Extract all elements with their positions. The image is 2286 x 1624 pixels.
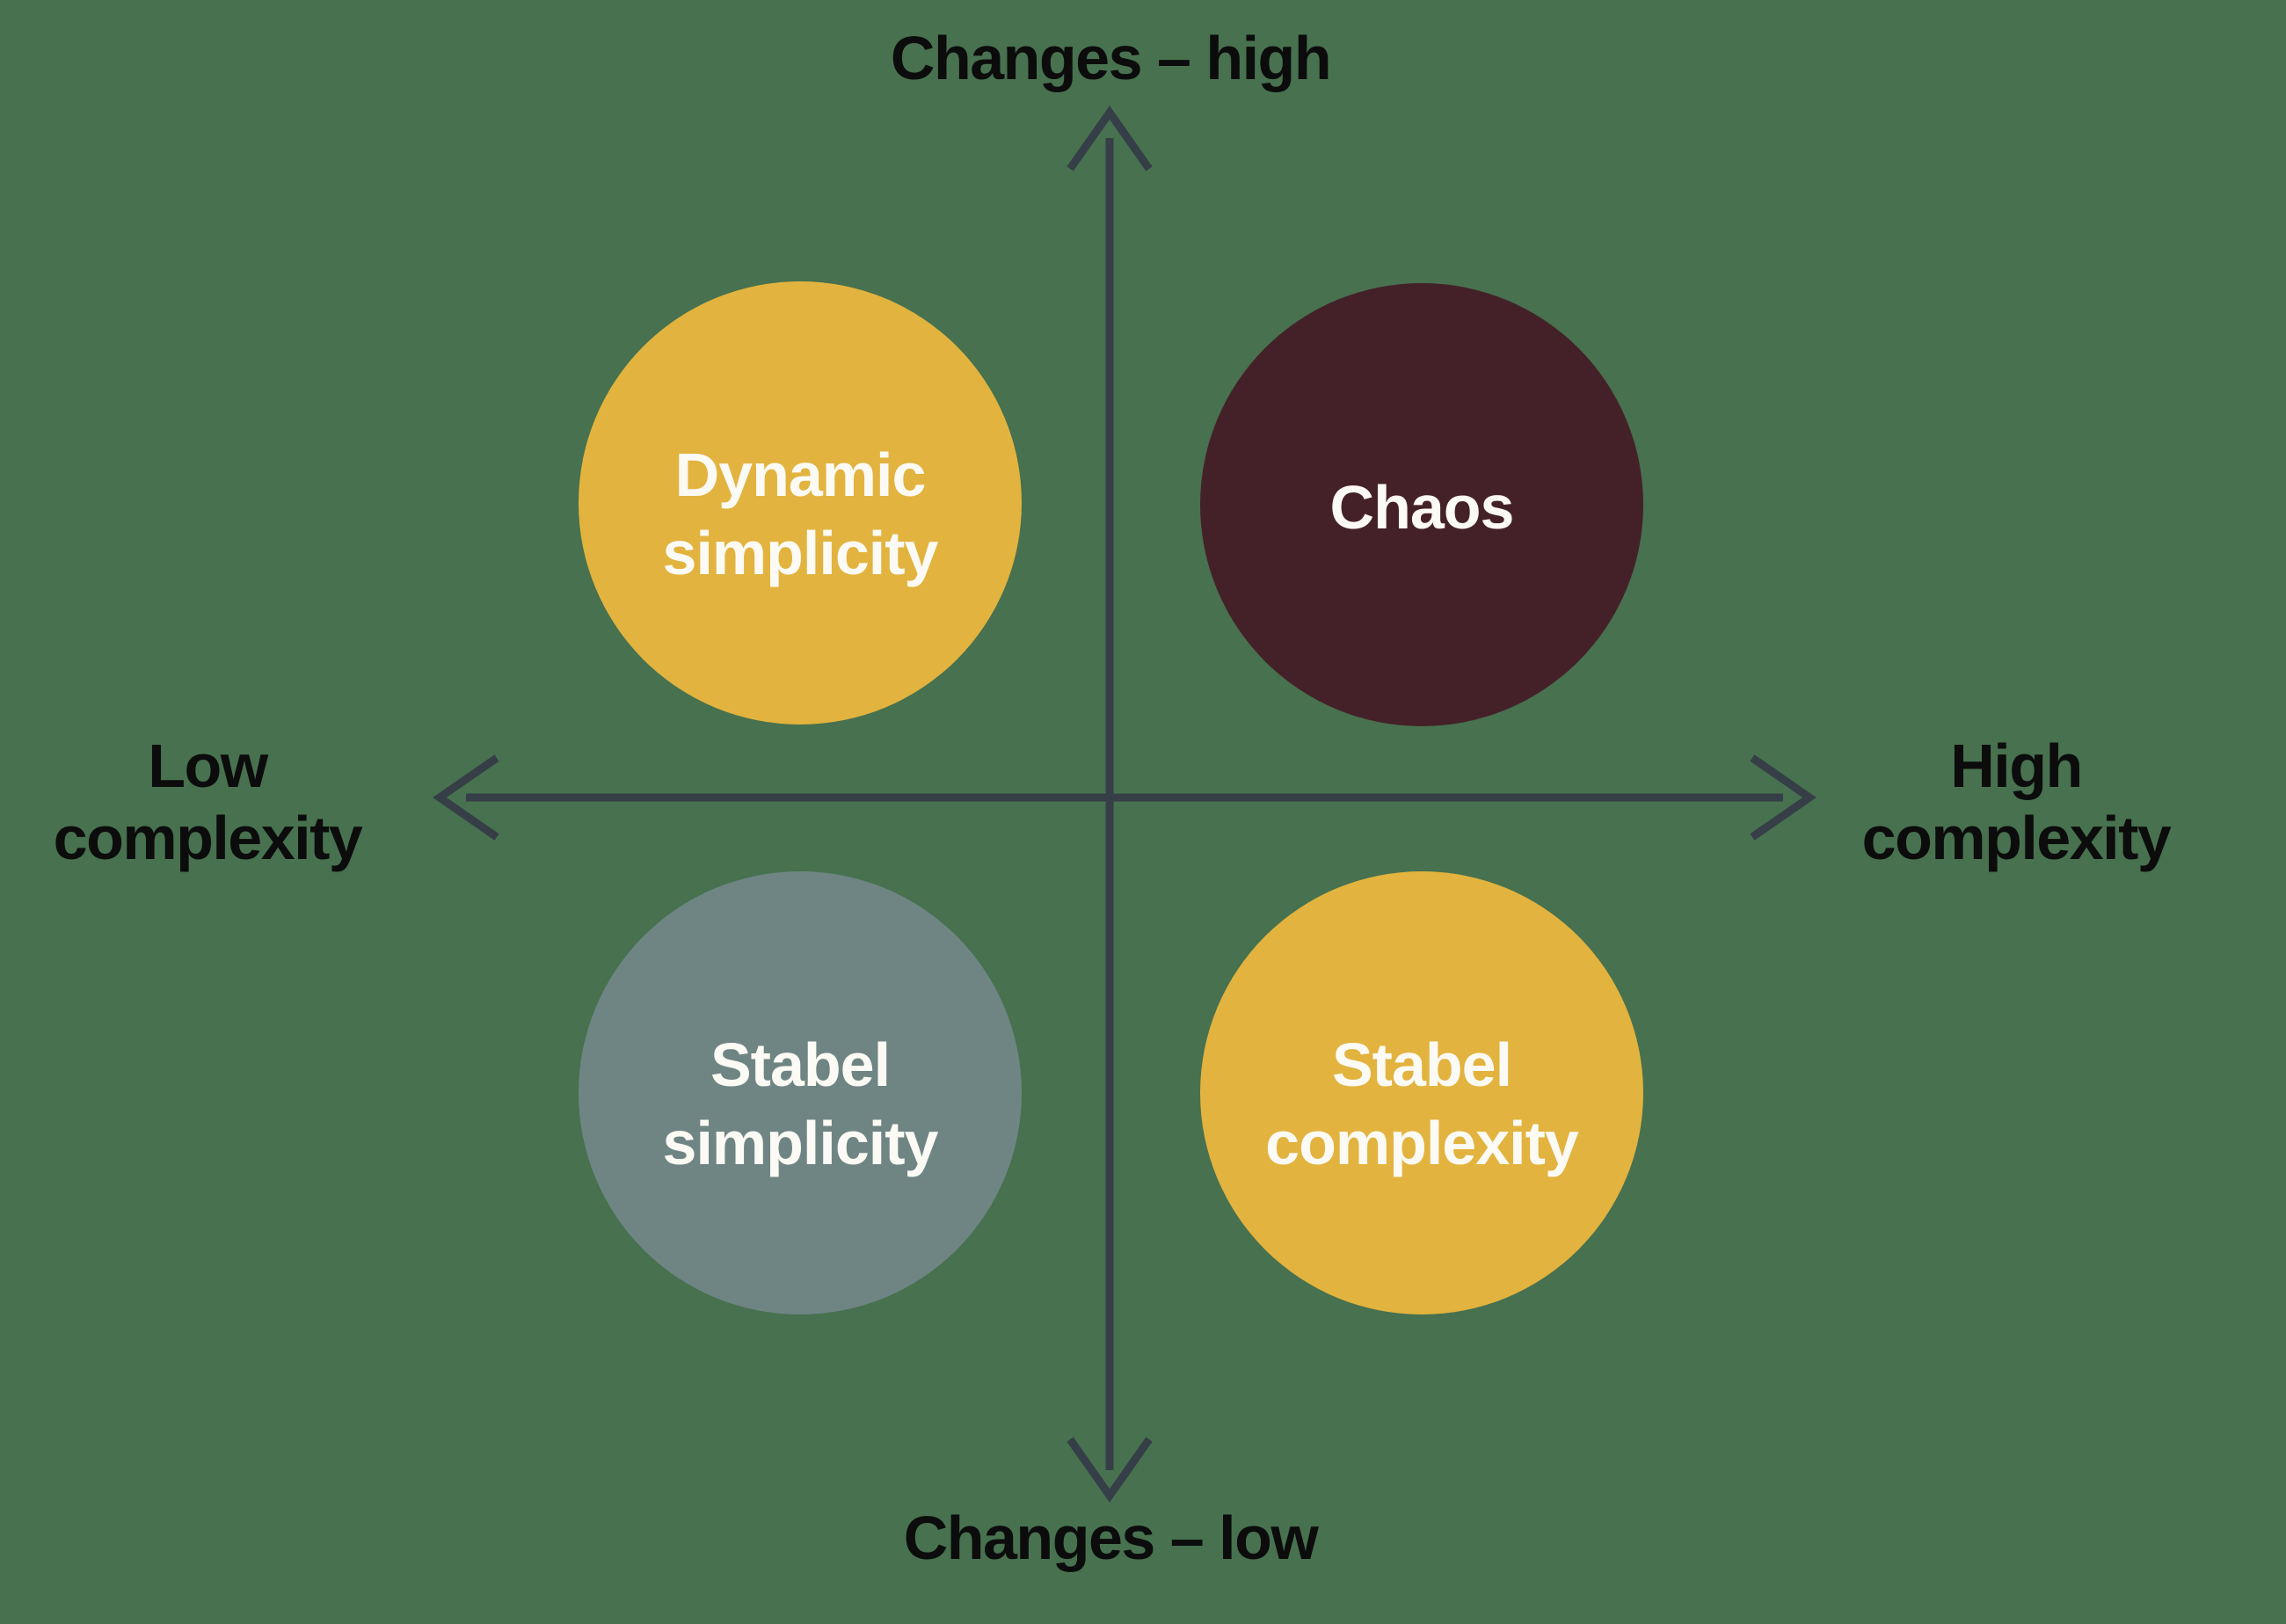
arrow-left-icon bbox=[433, 754, 499, 841]
label-stabel-simplicity-line2: simplicity bbox=[663, 1109, 939, 1177]
quadrant-circle-chaos bbox=[1200, 283, 1643, 726]
arrow-right-icon bbox=[1750, 754, 1816, 841]
label-dynamic-simplicity-line1: Dynamic bbox=[675, 441, 926, 509]
axis-label-high-complexity-line2: complexity bbox=[1862, 804, 2172, 872]
axis-label-changes-low: Changes – low bbox=[904, 1504, 1320, 1572]
axis-label-changes-high: Changes – high bbox=[891, 24, 1330, 92]
axis-label-high-complexity-line1: High bbox=[1950, 732, 2082, 800]
arrow-down-icon bbox=[1067, 1437, 1153, 1503]
label-chaos: Chaos bbox=[1330, 473, 1514, 542]
axis-label-low-complexity-line2: complexity bbox=[54, 804, 363, 872]
label-dynamic-simplicity-line2: simplicity bbox=[663, 519, 939, 587]
arrow-up-icon bbox=[1067, 106, 1153, 171]
label-stabel-complexity-line2: complexity bbox=[1265, 1109, 1579, 1177]
label-stabel-simplicity-line1: Stabel bbox=[710, 1030, 890, 1099]
quadrant-circle-dynamic-simplicity bbox=[579, 281, 1022, 725]
quadrant-circle-stabel-complexity bbox=[1200, 871, 1643, 1314]
axis-label-low-complexity-line1: Low bbox=[148, 732, 269, 800]
quadrant-circle-stabel-simplicity bbox=[579, 871, 1022, 1314]
label-stabel-complexity-line1: Stabel bbox=[1332, 1030, 1511, 1099]
